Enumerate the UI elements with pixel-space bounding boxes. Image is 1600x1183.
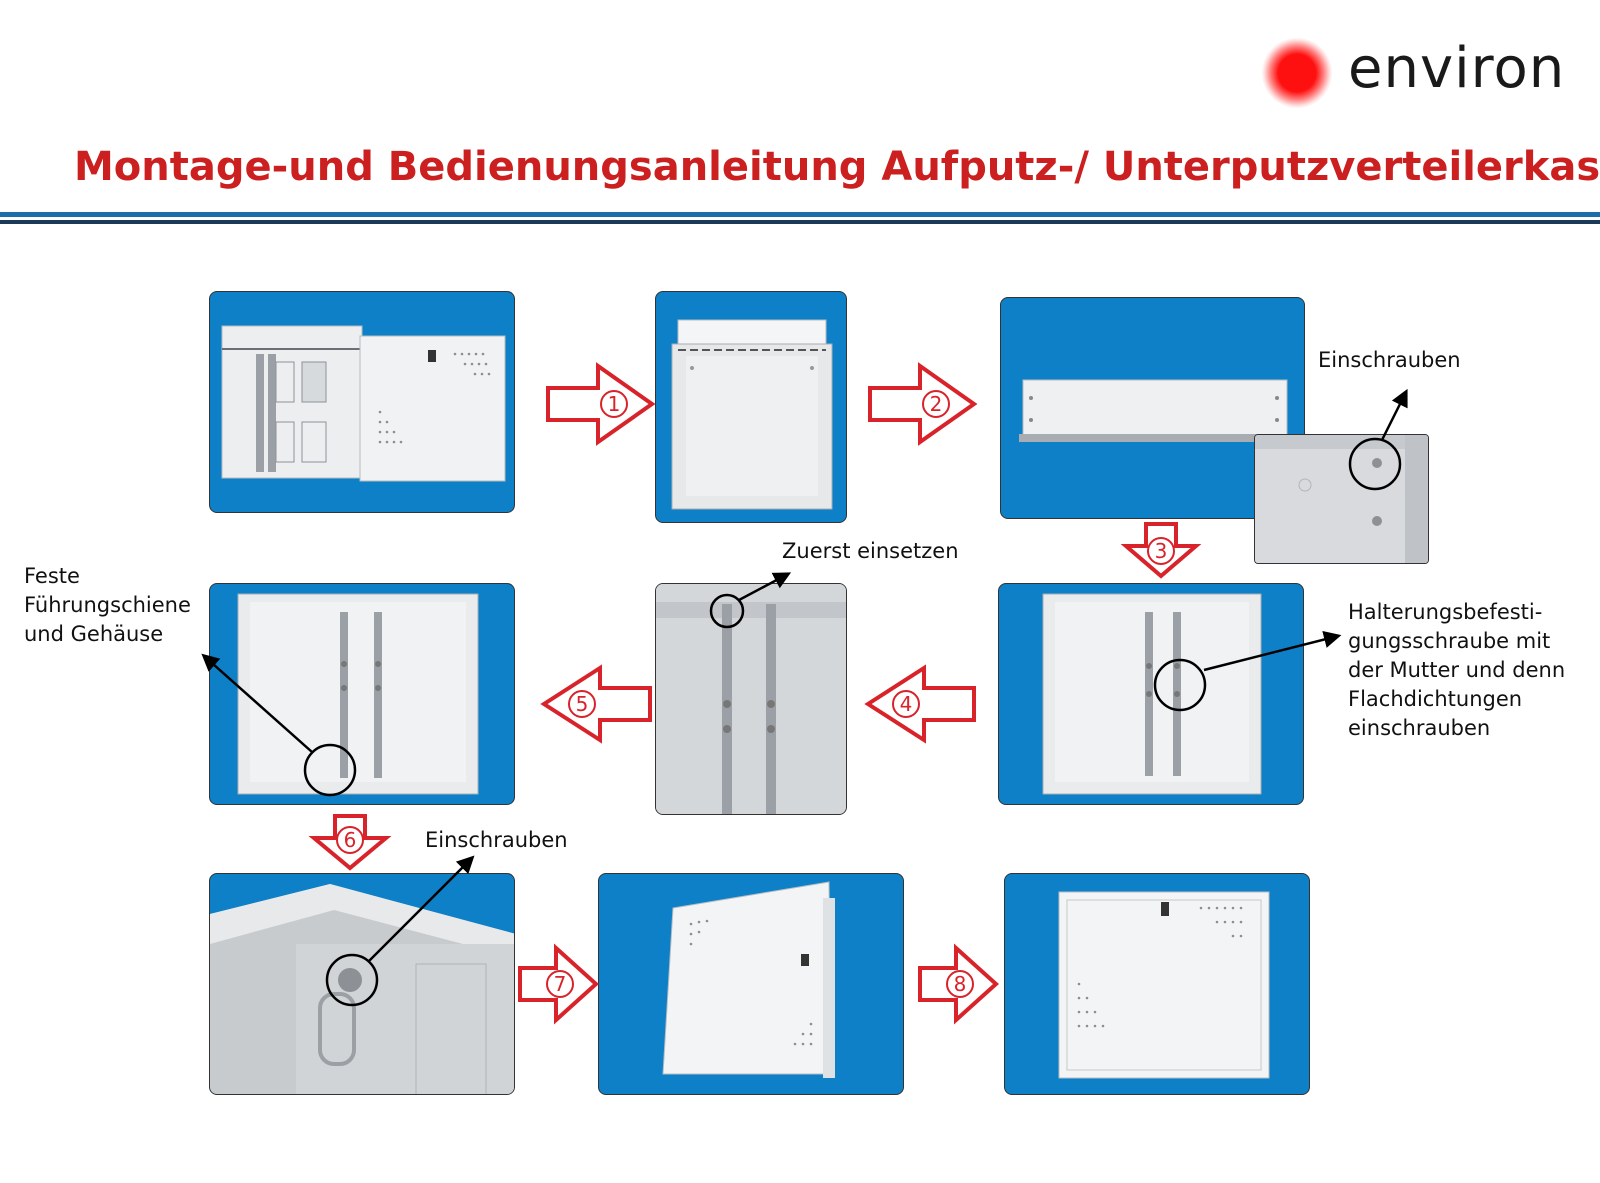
callout-insert-first — [709, 572, 792, 629]
brand-name: environ — [1348, 36, 1566, 101]
step-number-6: 6 — [344, 828, 357, 852]
brand-logo-icon — [1262, 38, 1332, 108]
step-arrow-3-icon: 3 — [1120, 522, 1202, 579]
photo-step6-corner-screw — [209, 873, 515, 1095]
step-arrow-8-icon: 8 — [918, 943, 999, 1025]
label-screw-in-top: Einschrauben — [1318, 348, 1461, 372]
label-bracket-screw: Halterungsbefesti- gungsschraube mit der… — [1348, 600, 1566, 740]
page-title: Montage-und Bedienungsanleitung Aufputz-… — [74, 144, 1600, 190]
step-arrow-7-icon: 7 — [518, 943, 599, 1025]
photo-step2-box-front — [655, 291, 847, 523]
step-arrow-4-icon: 4 — [864, 664, 976, 744]
label-insert-first: Zuerst einsetzen — [782, 539, 959, 563]
photo-step1-box-opened — [209, 291, 515, 513]
step-arrow-2-icon: 2 — [868, 362, 978, 446]
step-arrow-5-icon: 5 — [540, 664, 652, 744]
step-arrow-6-icon: 6 — [308, 814, 392, 871]
photo-step4-rails-closeup — [655, 583, 847, 815]
label-screw-in-bottom: Einschrauben — [425, 828, 568, 852]
callout-fixed-rail — [201, 653, 357, 797]
step-number-2: 2 — [930, 392, 943, 416]
step-number-5: 5 — [576, 692, 589, 716]
photo-step7-door-closing — [598, 873, 904, 1095]
label-fixed-rail: Feste Führungschiene und Gehäuse — [24, 564, 191, 646]
callout-screw-step3 — [1348, 388, 1408, 491]
photo-step3-rails-inside — [998, 583, 1304, 805]
callout-bracket-screw — [1153, 630, 1342, 712]
photo-step5-fixed-rails — [209, 583, 515, 805]
header-rule-top — [0, 212, 1600, 217]
photo-step8-box-closed — [1004, 873, 1310, 1095]
step-arrow-1-icon: 1 — [546, 362, 656, 446]
step-number-4: 4 — [900, 692, 913, 716]
callout-screw-step6 — [325, 855, 475, 1007]
step-number-7: 7 — [554, 972, 567, 996]
step-number-8: 8 — [954, 972, 967, 996]
step-number-3: 3 — [1155, 539, 1168, 563]
step-number-1: 1 — [608, 392, 621, 416]
header-rule-bottom — [0, 220, 1600, 224]
